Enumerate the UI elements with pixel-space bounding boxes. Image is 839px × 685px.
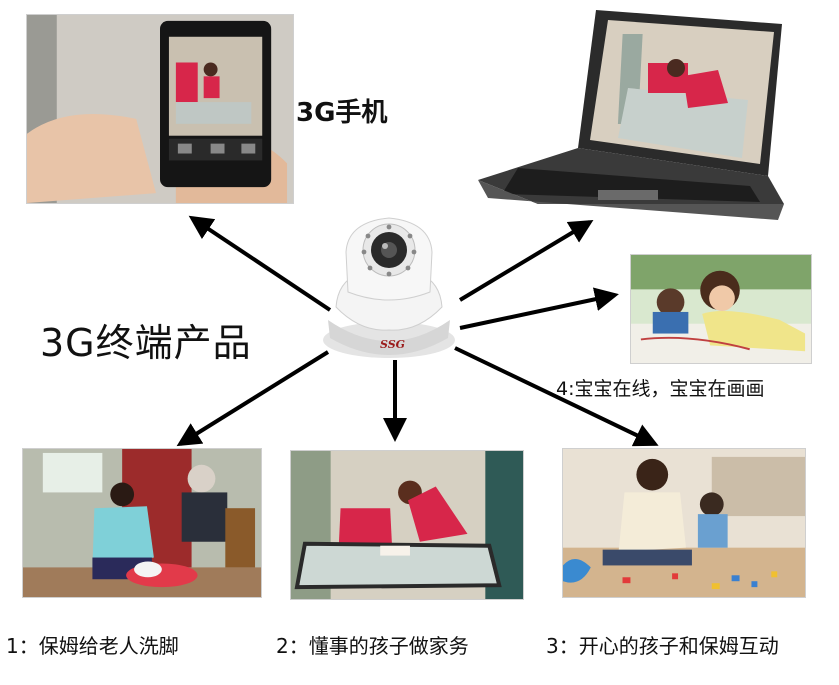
nanny-play-photo — [562, 448, 806, 598]
arrow-to-phone — [188, 215, 332, 312]
center-label: 3G终端产品 — [40, 321, 252, 365]
child-chores-photo — [290, 450, 524, 600]
caption-online: 4:宝宝在线，宝宝在画画 — [556, 378, 765, 400]
caption-1: 1：保姆给老人洗脚 — [6, 634, 179, 658]
arrow-to-nanny-play — [454, 346, 659, 447]
laptop-photo — [478, 8, 790, 230]
ip-camera: SSG — [318, 212, 460, 362]
caption-3: 3：开心的孩子和保姆互动 — [546, 634, 779, 658]
camera-brand: SSG — [380, 338, 406, 351]
phone-photo — [26, 14, 294, 204]
caption-2: 2：懂事的孩子做家务 — [276, 634, 469, 658]
elderly-care-photo — [22, 448, 262, 598]
arrow-to-baby-drawing — [459, 287, 619, 330]
baby-drawing-photo — [630, 254, 812, 364]
arrow-to-elderly-care — [176, 350, 330, 447]
arrow-to-laptop — [458, 219, 594, 302]
phone-label: 3G手机 — [296, 98, 388, 128]
